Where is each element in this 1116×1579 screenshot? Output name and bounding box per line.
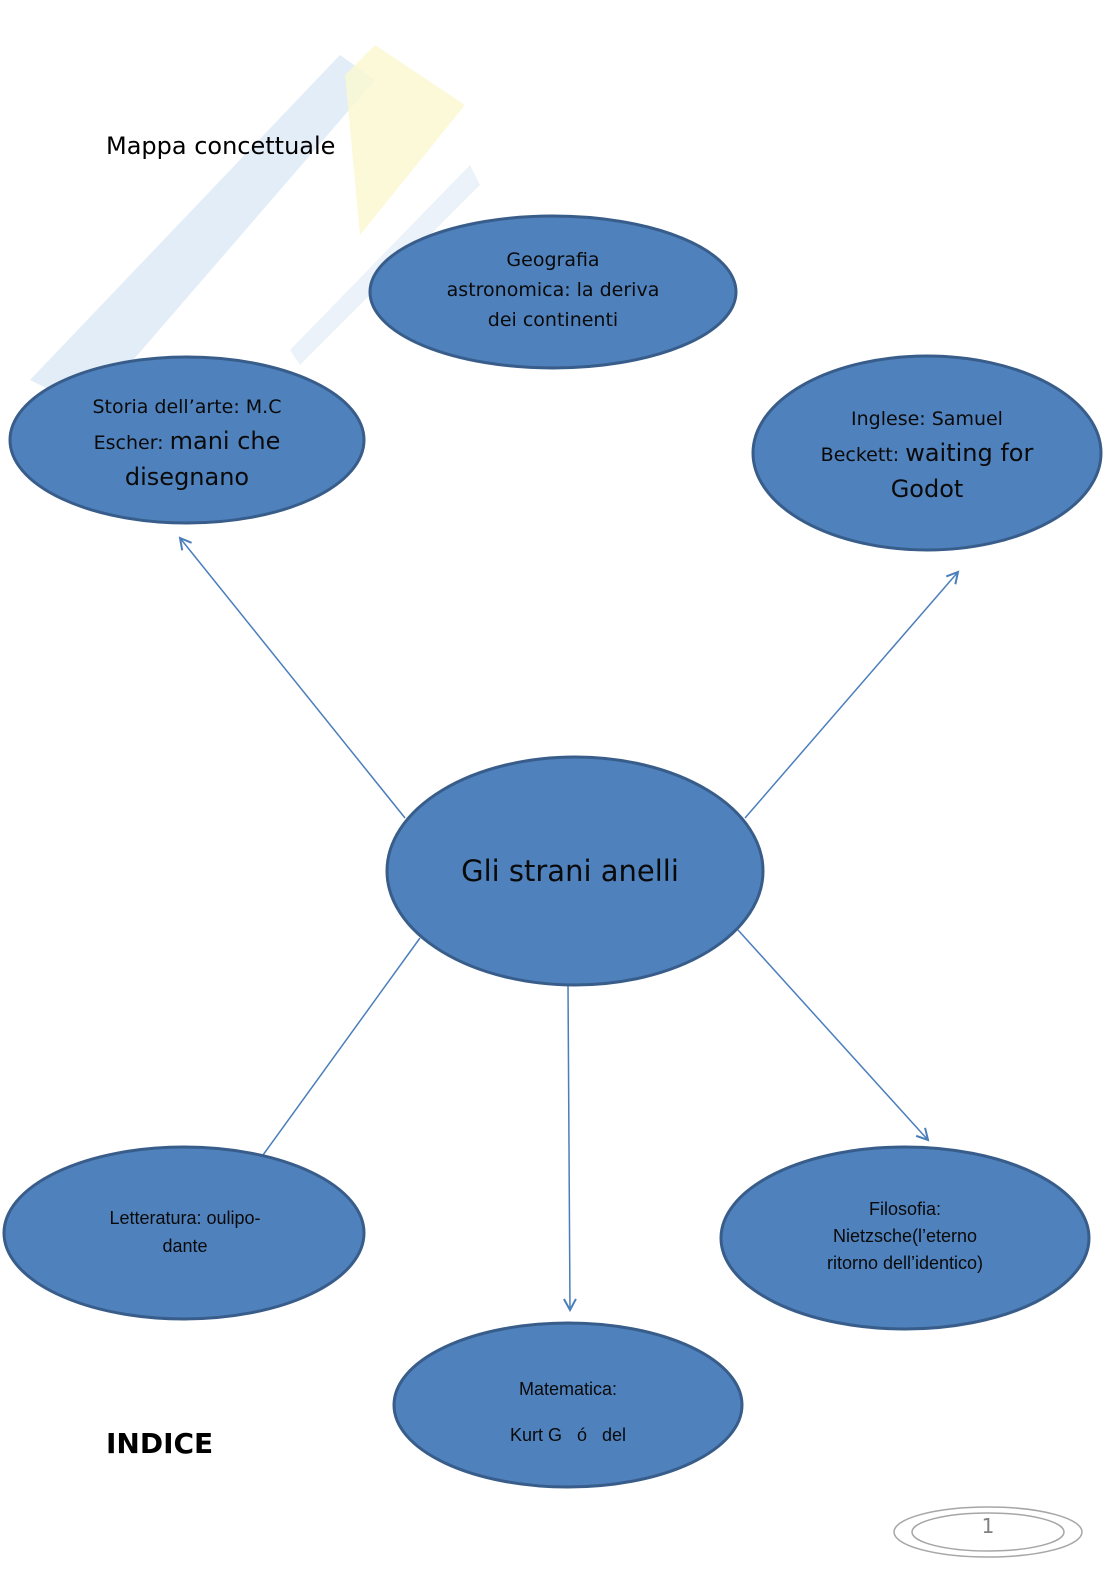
node-inglese (751, 354, 1103, 552)
node-center (385, 755, 765, 987)
node-storia-text: Storia dell’arte: M.C Escher: mani che d… (92, 396, 282, 491)
connector-storia (180, 538, 406, 819)
node-inglese-text: Inglese: Samuel Beckett: waiting for God… (820, 408, 1034, 503)
connector-inglese (744, 572, 958, 819)
node-geografia-text: Geografia astronomica: la deriva dei con… (446, 249, 660, 331)
node-letteratura (2, 1145, 366, 1321)
node-matematica (392, 1321, 744, 1489)
page-number: 1 (981, 1514, 995, 1538)
connector-matematica (568, 984, 570, 1310)
node-geografia (368, 214, 738, 370)
page-title: Mappa concettuale (106, 132, 336, 160)
index-heading: INDICE (106, 1427, 214, 1460)
connector-filosofia (737, 929, 928, 1140)
node-storia (8, 355, 366, 525)
node-filosofia-text: Filosofia: Nietzsche(l’eterno ritorno de… (826, 1199, 984, 1273)
node-center-text: Gli strani anelli (461, 854, 679, 888)
node-letteratura-text: Letteratura: oulipo- dante (109, 1208, 261, 1256)
node-matematica-text: Matematica: Kurt G ó del (509, 1379, 627, 1445)
connector-letteratura (262, 937, 421, 1156)
page-number-frame (893, 1506, 1083, 1558)
node-filosofia (719, 1145, 1091, 1331)
